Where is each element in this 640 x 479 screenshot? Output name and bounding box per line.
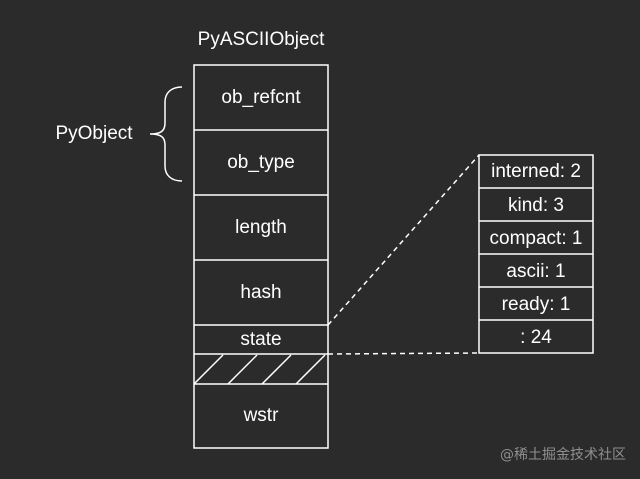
pyobject-brace-group: PyObject xyxy=(55,86,183,182)
state-field-compact: compact: 1 xyxy=(490,228,583,249)
state-field-ascii: ascii: 1 xyxy=(506,261,565,282)
field-hash: hash xyxy=(240,282,281,303)
state-field-ready: ready: 1 xyxy=(502,294,571,315)
field-wstr: wstr xyxy=(243,405,280,426)
state-fields-box: interned: 2 kind: 3 compact: 1 ascii: 1 … xyxy=(478,154,594,354)
pyobject-label: PyObject xyxy=(55,123,133,144)
structure-outline xyxy=(193,64,329,449)
watermark: @稀土掘金技术社区 xyxy=(500,447,626,463)
field-ob-refcnt: ob_refcnt xyxy=(221,87,301,108)
state-field-reserved: : 24 xyxy=(520,327,552,348)
left-brace-icon xyxy=(149,86,183,182)
main-structure-box: ob_refcnt ob_type length hash state wstr xyxy=(193,64,329,449)
lower-dashed-connector xyxy=(327,352,480,355)
state-expansion-connectors xyxy=(327,154,480,355)
state-field-interned: interned: 2 xyxy=(491,161,581,182)
field-ob-type: ob_type xyxy=(227,152,295,173)
field-length: length xyxy=(235,217,287,238)
state-field-kind: kind: 3 xyxy=(508,195,564,216)
field-state: state xyxy=(240,329,281,350)
hatched-padding xyxy=(193,354,326,385)
upper-dashed-connector xyxy=(327,154,480,326)
diagram-title: PyASCIIObject xyxy=(198,29,325,50)
